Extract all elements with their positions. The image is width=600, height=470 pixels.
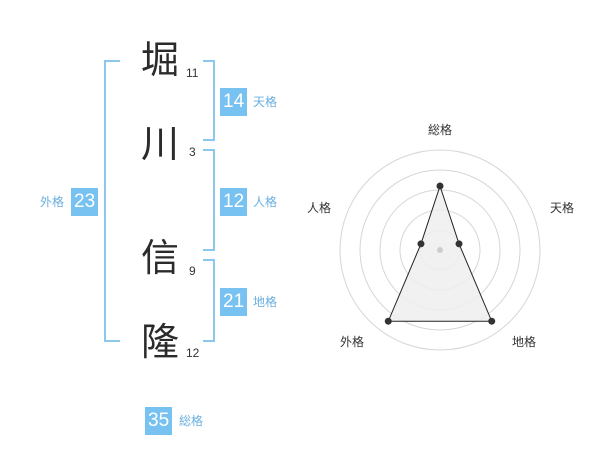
radar-point [488,317,496,325]
axis-label-tenkaku: 天格 [550,200,574,215]
axis-label-soukaku: 総格 [428,122,452,137]
gaikaku-bracket [104,60,120,342]
chikaku-label: 地格 [253,295,278,309]
stroke-count-3: 9 [189,264,196,278]
name-char-2: 川 [141,122,180,166]
axis-label-chikaku: 地格 [512,334,536,349]
jinkaku-value: 12 [220,188,248,216]
radar-point [436,182,444,190]
tenkaku-value: 14 [220,88,248,116]
stroke-count-4: 12 [186,346,200,360]
radar-point [455,240,463,248]
fortune-radar-chart: 総格 天格 地格 外格 人格 [307,122,574,351]
radar-center-dot [437,247,443,253]
name-char-1: 堀 [141,38,180,82]
tenkaku-label: 天格 [253,95,278,109]
jinkaku-bracket [203,149,215,251]
radar-ring [359,169,521,331]
stroke-count-1: 11 [186,66,199,80]
gaikaku-value: 23 [71,188,99,216]
gaikaku-label: 外格 [40,195,65,209]
radar-ring [339,149,541,351]
radar-area [387,184,493,322]
tenkaku-bracket [203,60,215,141]
chikaku-bracket [203,259,215,342]
radar-point [417,240,425,248]
soukaku-value: 35 [145,407,173,435]
chikaku-value: 21 [220,288,248,316]
axis-label-gaikaku: 外格 [340,334,364,349]
name-char-4: 隆 [141,320,180,364]
jinkaku-label: 人格 [253,195,278,209]
axis-label-jinkaku: 人格 [307,200,331,215]
stroke-count-2: 3 [189,145,196,159]
radar-point [384,317,392,325]
name-char-3: 信 [141,236,180,280]
soukaku-label: 総格 [179,414,204,428]
radar-points [384,182,496,325]
